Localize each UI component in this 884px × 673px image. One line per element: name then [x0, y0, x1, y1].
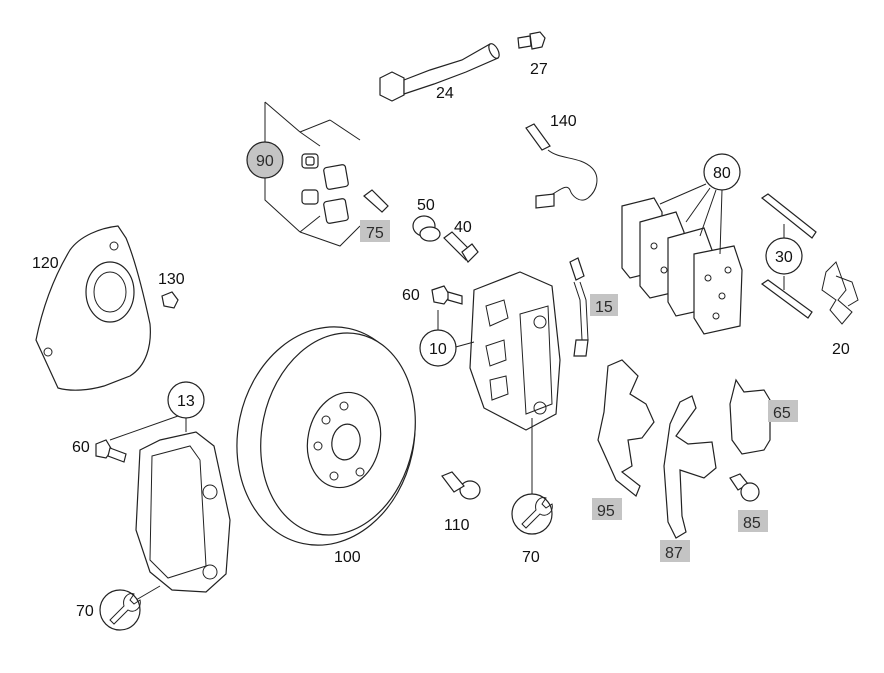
label-65: 65 [768, 400, 798, 422]
part-50-dust-cap[interactable] [412, 215, 441, 242]
part-100-brake-disc[interactable] [217, 310, 435, 562]
part-20-spring-clips[interactable] [821, 261, 859, 325]
svg-text:75: 75 [366, 225, 384, 242]
part-75-pin[interactable] [363, 189, 389, 213]
label-130: 130 [158, 271, 185, 288]
part-10-caliper[interactable] [437, 271, 561, 494]
label-85: 85 [738, 510, 768, 532]
label-60-upper: 60 [402, 287, 420, 304]
label-90: 90 [246, 141, 284, 179]
label-10: 10 [419, 329, 457, 367]
label-87: 87 [660, 540, 690, 562]
part-140-wear-sensor[interactable] [525, 123, 598, 209]
label-75: 75 [360, 220, 390, 242]
svg-text:30: 30 [775, 249, 793, 266]
label-60-lower: 60 [72, 439, 90, 456]
label-70-right: 70 [522, 549, 540, 566]
svg-text:10: 10 [429, 341, 447, 358]
label-30: 30 [765, 237, 803, 275]
label-24: 24 [436, 85, 454, 102]
wrench-icon [511, 493, 553, 535]
part-40-bleeder-valve[interactable] [443, 231, 479, 263]
svg-text:15: 15 [595, 299, 613, 316]
svg-text:90: 90 [256, 153, 274, 170]
label-100: 100 [334, 549, 361, 566]
label-110: 110 [444, 517, 470, 534]
label-15: 15 [590, 294, 618, 316]
svg-text:65: 65 [773, 405, 791, 422]
part-90-seal-kit[interactable] [264, 101, 361, 247]
label-80: 80 [703, 153, 741, 191]
part-87-spring-plate[interactable] [663, 395, 717, 539]
part-60-bolt-upper[interactable] [431, 285, 463, 305]
label-95: 95 [592, 498, 622, 520]
part-110-screw[interactable] [441, 471, 481, 500]
svg-text:95: 95 [597, 503, 615, 520]
label-27: 27 [530, 61, 548, 78]
part-80-brake-pads[interactable] [621, 183, 743, 335]
label-40: 40 [454, 219, 472, 236]
part-13-caliper[interactable] [109, 415, 231, 593]
label-20: 20 [832, 341, 850, 358]
svg-text:80: 80 [713, 165, 731, 182]
label-70-left: 70 [76, 603, 94, 620]
part-130-bolt[interactable] [161, 291, 179, 309]
part-65-pad-shim[interactable] [729, 378, 771, 455]
label-140: 140 [550, 113, 577, 130]
wrench-icon [99, 585, 161, 631]
part-27-screw[interactable] [517, 31, 546, 50]
part-95-bracket[interactable] [597, 359, 655, 497]
part-60-bolt-lower[interactable] [95, 439, 127, 463]
part-30-retaining-pins[interactable] [760, 193, 817, 319]
label-13: 13 [167, 381, 205, 419]
svg-text:87: 87 [665, 545, 683, 562]
part-85-screw[interactable] [729, 473, 760, 502]
label-50: 50 [417, 197, 435, 214]
part-120-splash-shield[interactable] [35, 225, 151, 391]
part-24-guide-pin[interactable] [379, 42, 501, 102]
svg-text:85: 85 [743, 515, 761, 532]
part-15-brake-hose[interactable] [569, 257, 589, 357]
label-120: 120 [32, 255, 59, 272]
svg-text:13: 13 [177, 393, 195, 410]
